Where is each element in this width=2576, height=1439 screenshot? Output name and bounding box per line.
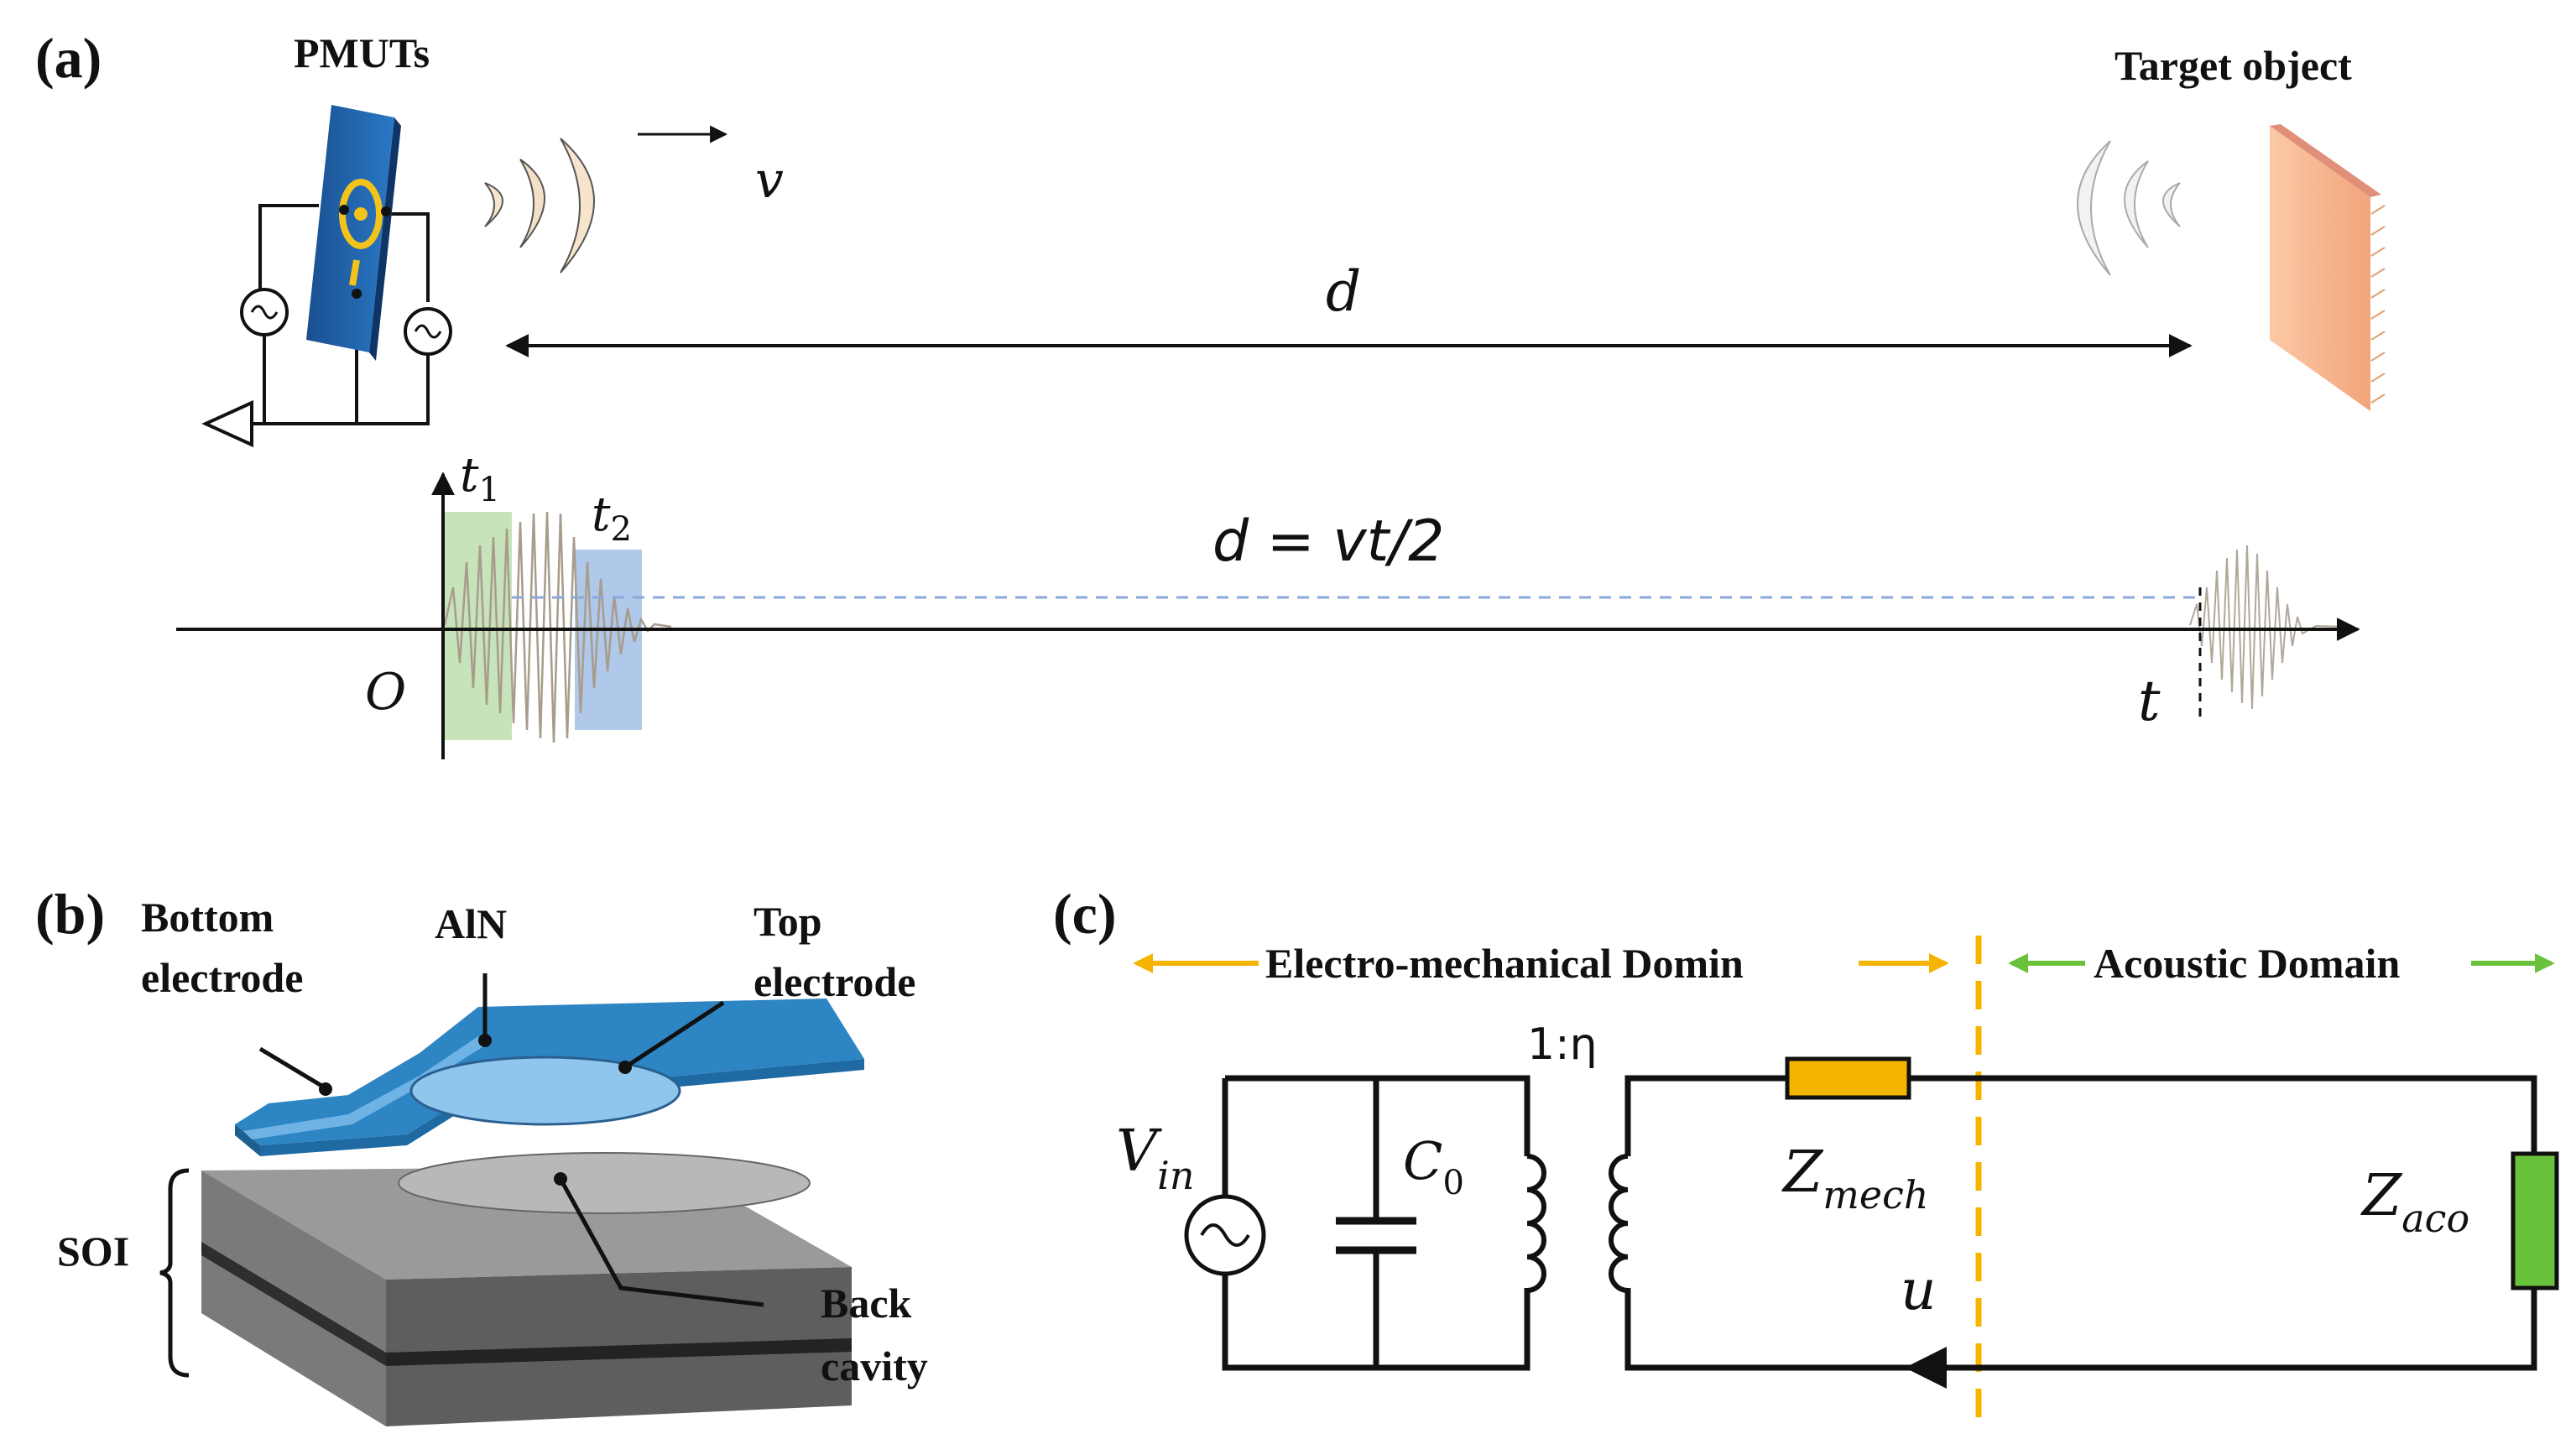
soi-bracket: [159, 1168, 190, 1378]
pmut-device: [201, 105, 452, 448]
panel-c: (c) Electro-mechanical Domin Acoustic Do…: [1053, 882, 2559, 1431]
zaco-label: Zaco: [2360, 1163, 2469, 1241]
back-cavity-leader: [558, 1177, 764, 1307]
distance-equation: d = vt/2: [1212, 508, 1444, 575]
bottom-electrode-leader: [258, 1046, 325, 1089]
timing-diagram: O t1 t2 d = vt/2 t: [176, 448, 2360, 759]
target-object: [2270, 124, 2386, 411]
back-cavity-label-line1: Back: [821, 1280, 912, 1327]
panel-b: (b) Bottom electrode AlN Top el: [35, 882, 928, 1426]
top-electrode-label-line1: Top: [754, 898, 822, 945]
panel-a-label: (a): [35, 26, 102, 90]
zmech-label: Zmech: [1781, 1139, 1928, 1217]
transmit-window: [445, 512, 512, 740]
current-symbol: u: [1901, 1258, 1937, 1322]
velocity-symbol: v: [755, 151, 784, 210]
equivalent-circuit: [1222, 1075, 2537, 1371]
aln-label: AlN: [435, 900, 507, 947]
bottom-electrode-label-line2: electrode: [141, 954, 303, 1001]
panel-c-label: (c): [1053, 882, 1116, 946]
echo-burst: [2189, 545, 2350, 710]
reflected-wavefronts: [2077, 140, 2181, 276]
pmuts-label: PMUTs: [294, 29, 430, 76]
panel-b-label: (b): [35, 882, 105, 946]
electro-domain-label: Electro-mechanical Domin: [1265, 940, 1744, 987]
secondary-coil: [1609, 1154, 1629, 1293]
t2-symbol: t2: [592, 487, 632, 549]
soi-label: SOI: [57, 1228, 129, 1275]
distance-symbol: d: [1326, 259, 1361, 324]
target-object-label: Target object: [2115, 42, 2352, 89]
current-direction-arrow: [1905, 1347, 1947, 1389]
c0-label: C0: [1403, 1130, 1464, 1202]
bottom-electrode-label-line1: Bottom: [141, 894, 274, 941]
acoustic-domain-label: Acoustic Domain: [2094, 940, 2400, 987]
ground-icon: [201, 399, 253, 448]
top-electrode-shape: [409, 1056, 681, 1126]
back-cavity-shape: [398, 1152, 811, 1214]
t-axis-symbol: t: [2138, 669, 2161, 733]
transmit-burst: [443, 511, 672, 743]
back-cavity-label-line2: cavity: [821, 1343, 928, 1389]
vin-label: Vin: [1116, 1118, 1194, 1198]
turns-ratio-label: 1:η: [1527, 1019, 1598, 1070]
zmech-box: [1785, 1056, 1911, 1100]
zaco-box: [2511, 1151, 2559, 1290]
t1-symbol: t1: [460, 448, 500, 509]
pmut-cross-section: [201, 998, 864, 1426]
primary-coil: [1526, 1154, 1546, 1293]
origin-symbol: O: [365, 663, 406, 722]
top-electrode-leader: [626, 1000, 725, 1068]
panel-a: (a) PMUTs Target object: [35, 26, 2386, 759]
top-electrode-label-line2: electrode: [754, 958, 915, 1005]
emitted-wavefronts: [484, 138, 595, 274]
